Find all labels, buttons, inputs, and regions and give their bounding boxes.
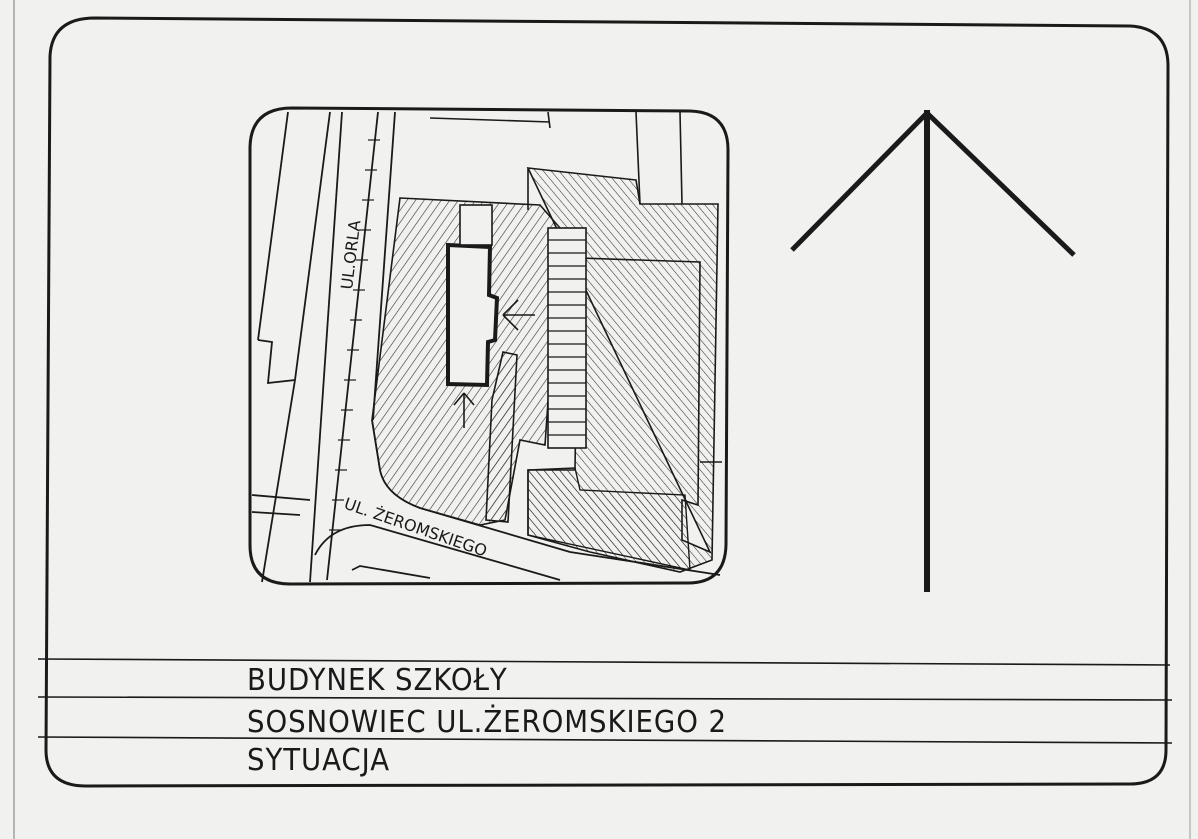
entrance-arrow-south [453,392,475,428]
map-frame [248,106,730,586]
south-block-hatch [527,467,691,571]
orla-tram-ties [329,139,380,531]
north-parcel-lines [429,111,722,463]
footpath [485,351,518,523]
title-line-address: SOSNOWIEC UL.ŻEROMSKIEGO 2 [247,705,728,740]
school-annex [459,204,493,246]
site-plan-map: UL.ORLA UL. ŻEROMSKIEGO [248,106,730,586]
school-building [446,242,500,388]
entrance-arrow-east [502,299,535,331]
parking-bays [548,239,586,436]
title-block-lines [37,658,1173,744]
orla-street-lines [257,111,396,583]
title-line-building: BUDYNEK SZKOŁY [247,663,508,698]
parking-strip [547,227,587,449]
drawing-frame [44,16,1170,788]
title-line-sheet-type: SYTUACJA [247,743,391,778]
north-arrow-icon [790,110,1076,592]
